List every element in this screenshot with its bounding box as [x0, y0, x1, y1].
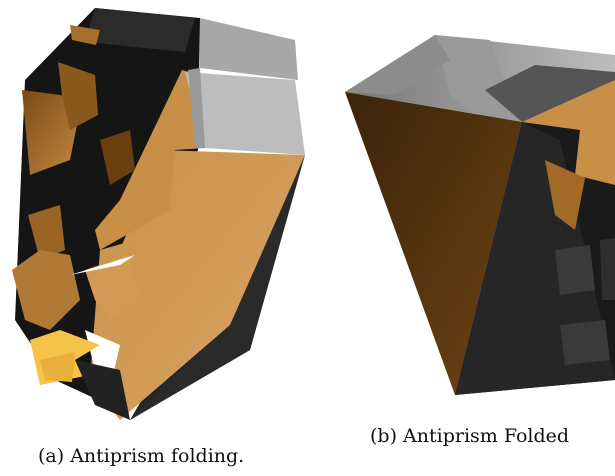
caption-subfigure-b: (b) Antiprism Folded [370, 425, 570, 447]
antiprism-folded-image [345, 35, 615, 395]
antiprism-folding-image [12, 8, 305, 420]
caption-subfigure-a: (a) Antiprism folding. [38, 445, 245, 467]
